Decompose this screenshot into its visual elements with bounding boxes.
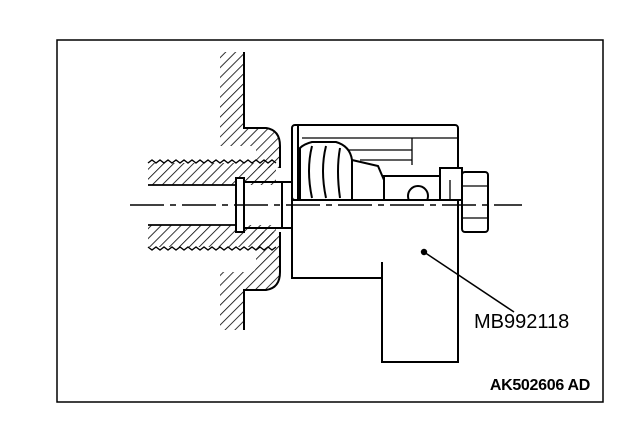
tool-cup — [299, 141, 385, 201]
tool-lower-block — [291, 199, 459, 363]
figure-frame — [56, 39, 604, 403]
housing-wall-lower — [220, 232, 281, 330]
leader-line — [420, 248, 515, 313]
housing-wall-upper — [220, 52, 281, 168]
part-number-label: MB992118 — [474, 311, 570, 333]
figure-code: AK502606 AD — [489, 377, 590, 394]
